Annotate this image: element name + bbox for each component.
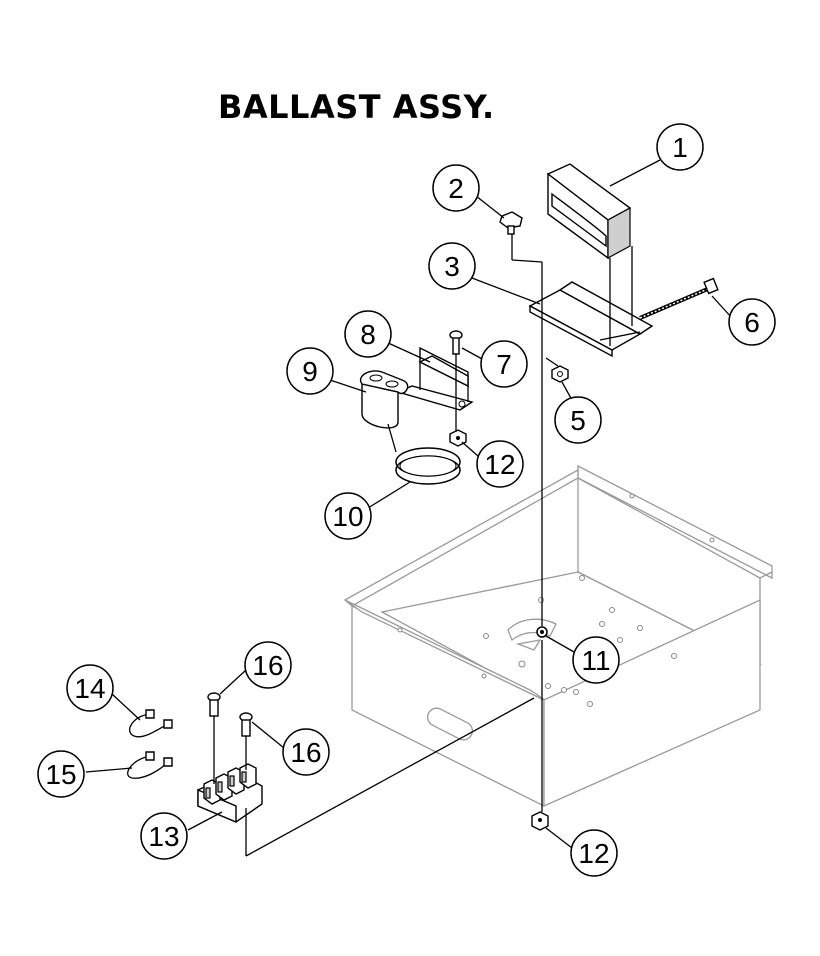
callout-3: 3 (428, 242, 476, 290)
screw-part (499, 211, 523, 235)
callout-label: 15 (45, 759, 76, 790)
chassis-box (343, 464, 773, 808)
clamp-ring-part (395, 447, 461, 485)
callout-7: 7 (480, 340, 528, 388)
callout-11: 11 (572, 636, 620, 684)
callout-label: 6 (744, 307, 760, 338)
capacitor-bracket-part (395, 346, 474, 411)
nut-part-lower (531, 811, 549, 831)
callout-16-upper: 16 (244, 641, 292, 689)
jumper-wire-part-15 (127, 751, 173, 779)
callout-16-lower: 16 (282, 728, 330, 776)
callout-label: 14 (74, 673, 105, 704)
callout-10: 10 (324, 492, 372, 540)
callout-label: 11 (581, 645, 610, 676)
capacitor-bolt-part (449, 330, 463, 355)
callout-label: 16 (252, 650, 283, 681)
mounting-bracket (528, 281, 654, 358)
callout-5: 5 (554, 396, 602, 444)
ballast-part (546, 163, 632, 260)
diagram-title: BALLAST ASSY. (218, 88, 495, 126)
callout-14: 14 (66, 664, 114, 712)
callout-13: 13 (140, 812, 188, 860)
callout-label: 1 (672, 132, 688, 163)
leader-lines (85, 159, 733, 857)
callout-2: 2 (432, 164, 480, 212)
callout-label: 9 (302, 356, 318, 387)
callout-15: 15 (37, 750, 85, 798)
callout-1: 1 (656, 123, 704, 171)
callout-label: 12 (484, 449, 515, 480)
callout-12-lower: 12 (570, 829, 618, 877)
terminal-block-part (197, 763, 263, 824)
callout-label: 13 (148, 821, 179, 852)
callout-6: 6 (728, 298, 776, 346)
callout-9: 9 (286, 347, 334, 395)
callout-label: 3 (444, 251, 460, 282)
callout-8: 8 (344, 310, 392, 358)
callout-label: 8 (360, 319, 376, 350)
long-bolt-part (639, 277, 719, 320)
jumper-wire-part-14 (129, 709, 173, 738)
callout-label: 16 (290, 737, 321, 768)
callout-label: 12 (578, 838, 609, 869)
terminal-screw-part-b (239, 712, 253, 737)
callout-label: 2 (448, 173, 464, 204)
nut-part (551, 365, 569, 383)
callout-label: 7 (496, 349, 512, 380)
callout-label: 10 (332, 501, 363, 532)
capacitor-part (359, 370, 409, 429)
terminal-screw-part-a (207, 692, 221, 717)
callout-label: 5 (570, 405, 586, 436)
callout-12-upper: 12 (476, 440, 524, 488)
